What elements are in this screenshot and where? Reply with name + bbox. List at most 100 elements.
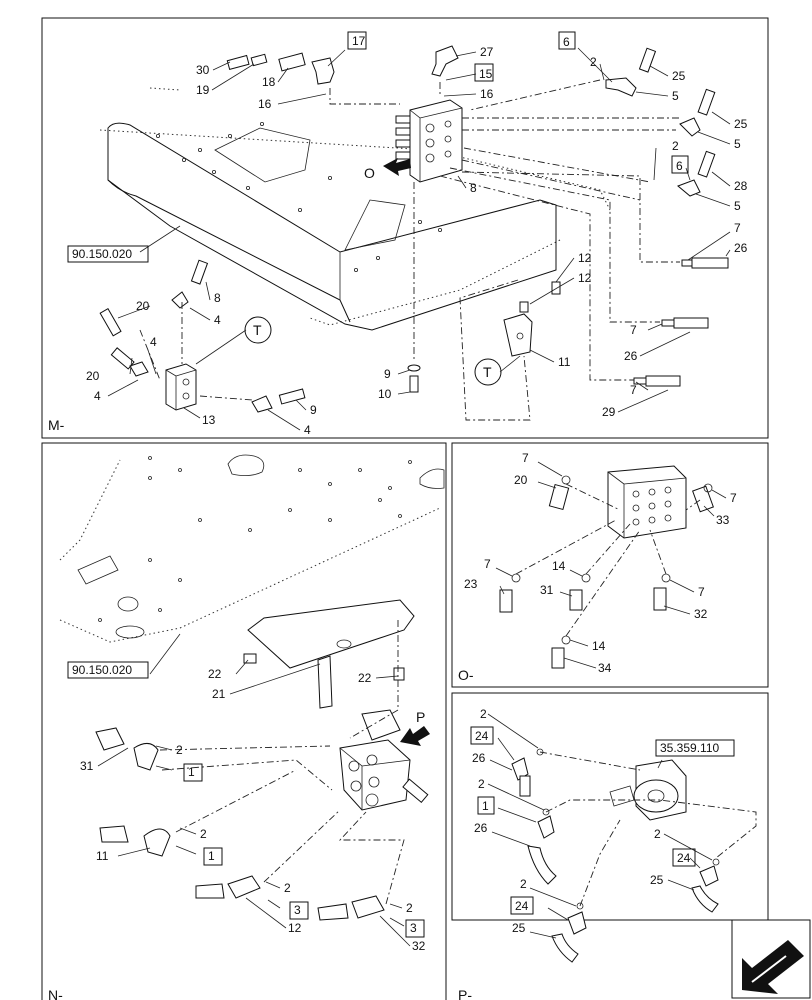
callout-25-p2: 25 [512,921,526,935]
callout-7-o2: 7 [730,491,737,505]
fitting-17-elbow [311,57,335,85]
ref-label-n: 90.150.020 [72,663,132,677]
fitting-26b [661,317,709,329]
fitting-25a [638,47,657,73]
callout-32-o: 32 [694,607,708,621]
callout-labels-m: 30 19 18 17 16 27 15 16 6 2 25 5 25 5 2 … [86,34,748,437]
fitting-20a [99,308,122,337]
callout-4a: 4 [214,313,221,327]
motor-assembly [609,759,687,821]
ref-label-p: 35.359.110 [660,741,719,755]
view-label-t2: T [483,364,492,380]
callout-6b: 6 [676,159,683,173]
callout-2a: 2 [590,55,597,69]
view-label-p: P [416,709,425,725]
callout-labels-p: 2 24 26 2 1 26 2 24 25 2 24 25 [472,707,691,935]
valve-p [339,709,429,811]
hose-32 [317,895,385,921]
fitting-28 [697,150,716,178]
callout-24b: 24 [677,851,691,865]
callout-20a: 20 [136,299,150,313]
callout-34: 34 [598,661,612,675]
distribution-block-8 [395,99,463,183]
fitting-25b [697,88,716,116]
panel-m-frame [41,17,769,439]
fitting-20b [110,347,149,377]
bolt-9-10 [407,364,421,393]
callout-32-n: 32 [412,939,426,953]
callout-2b: 2 [672,139,679,153]
fitting-5b [679,117,701,137]
callout-9a: 9 [384,367,391,381]
callout-15: 15 [479,67,493,81]
callout-12b: 12 [578,271,592,285]
callout-26-p1: 26 [472,751,486,765]
fitting-19 [250,53,268,67]
callout-5a: 5 [672,89,679,103]
callout-7c: 7 [630,383,637,397]
callout-23: 23 [464,577,478,591]
callout-20b: 20 [86,369,100,383]
next-page-arrow-icon[interactable] [731,919,811,999]
callout-30: 30 [196,63,210,77]
callout-8b: 8 [214,291,221,305]
callout-8: 8 [470,181,477,195]
view-arrow-p [400,726,430,746]
view-label-t1: T [253,322,262,338]
callout-17: 17 [352,34,366,48]
callout-labels-n: 22 21 22 2 31 1 2 11 1 2 3 12 2 3 32 [80,667,426,953]
callout-26a: 26 [734,241,748,255]
callout-31-o: 31 [540,583,554,597]
callout-2-n1: 2 [176,743,183,757]
panel-label-n: N- [48,987,63,1000]
fitting-5a [605,77,637,97]
callout-28: 28 [734,179,748,193]
fitting-5c [677,179,701,197]
callout-16b: 16 [480,87,494,101]
panel-label-m: M- [48,417,65,433]
callout-6a: 6 [563,35,570,49]
callout-26b: 26 [624,349,638,363]
callout-20-o: 20 [514,473,528,487]
fitting-9 [251,388,306,413]
callout-14b: 14 [592,639,606,653]
callout-16a: 16 [258,97,272,111]
callout-2-p2: 2 [478,777,485,791]
panel-p: 2 24 26 2 1 26 2 24 25 2 24 25 35.359.11… [458,707,757,1000]
callout-2-n2: 2 [200,827,207,841]
bracket-21 [243,599,415,709]
callout-19: 19 [196,83,210,97]
callout-2-n3: 2 [284,881,291,895]
fitting-29 [633,375,681,387]
view-label-o: O [364,165,375,181]
callout-13: 13 [202,413,216,427]
view-circle-t1 [244,316,272,344]
callout-2-p1: 2 [480,707,487,721]
callout-25-p1: 25 [650,873,664,887]
fitting-27 [431,45,459,77]
callout-5b: 5 [734,137,741,151]
view-circle-t2 [474,358,502,386]
distribution-block-o [607,465,687,539]
block-13 [165,363,197,411]
hose-11 [99,825,171,857]
callout-12a: 12 [578,251,592,265]
callout-7-o3: 7 [484,557,491,571]
panel-m: 30 19 18 17 16 27 15 16 6 2 25 5 25 5 2 … [48,31,748,437]
bracket-11 [503,281,561,357]
fitting-18 [278,52,306,72]
callout-31: 31 [80,759,94,773]
callout-1-p: 1 [482,799,489,813]
view-arrow-o [383,158,411,176]
callout-22a: 22 [208,667,222,681]
callout-11-n: 11 [96,849,109,863]
panel-label-o: O- [458,667,474,683]
panel-p-frame [451,692,769,921]
callout-4c: 4 [94,389,101,403]
callout-labels-o: 7 20 7 33 7 14 23 31 7 32 14 34 [464,451,737,675]
callout-14a: 14 [552,559,566,573]
callout-4d: 4 [304,423,311,437]
callout-1a: 1 [188,765,195,779]
fitting-30 [226,54,250,71]
